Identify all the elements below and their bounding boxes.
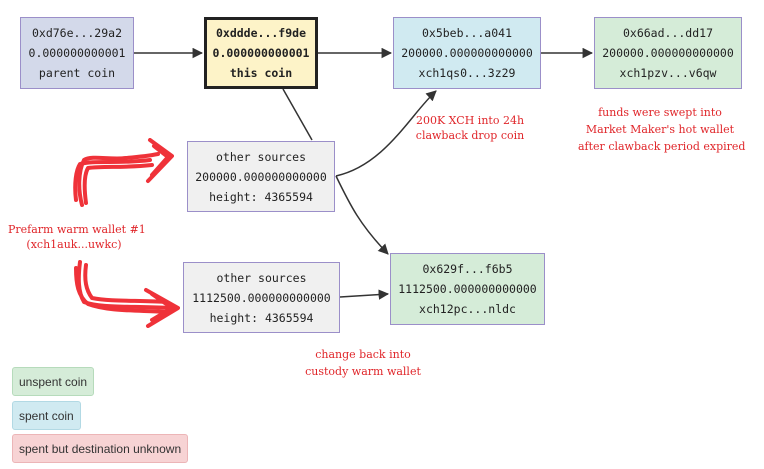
node-other-sources-top-amount: 200000.000000000000 <box>195 169 327 184</box>
annotation-prefarm-wallet: Prefarm warm wallet #1 (xch1auk...uwkc) <box>8 222 146 252</box>
node-other-sources-bottom-title: other sources <box>216 270 307 285</box>
edge-this-to-merge <box>282 88 313 141</box>
node-parent-coin[interactable]: 0xd76e...29a2 0.000000000001 parent coin <box>20 17 134 89</box>
annotation-clawback-line-2: clawback drop coin <box>415 129 525 142</box>
node-unspent-coin-hot-wallet[interactable]: 0x66ad...dd17 200000.000000000000 xch1pz… <box>594 17 742 89</box>
annotation-change: change back into custody warm wallet <box>302 346 424 380</box>
node-spent-coin-amount: 200000.000000000000 <box>401 46 533 60</box>
node-spent-coin-address: xch1qs0...3z29 <box>418 66 516 80</box>
node-other-sources-top-height: height: 4365594 <box>209 189 313 204</box>
edge-other1-to-unspent2 <box>335 175 389 255</box>
annotation-prefarm-line-1: Prefarm warm wallet #1 <box>8 223 146 236</box>
annotation-swept-line-1: funds were swept into <box>598 106 722 119</box>
node-unspent-coin-hot-wallet-address: xch1pzv...v6qw <box>619 66 717 80</box>
node-other-sources-top-title: other sources <box>215 149 306 164</box>
annotation-change-line-2: custody warm wallet <box>305 365 421 378</box>
node-unspent-coin-change[interactable]: 0x629f...f6b5 1112500.000000000000 xch12… <box>390 253 545 325</box>
node-this-coin-label: this coin <box>229 66 293 80</box>
node-unspent-coin-change-id: 0x629f...f6b5 <box>422 262 513 276</box>
edge-other2-to-unspent2 <box>339 289 390 300</box>
annotation-change-line-1: change back into <box>315 348 411 361</box>
node-parent-coin-id: 0xd76e...29a2 <box>31 26 122 40</box>
node-spent-coin[interactable]: 0x5beb...a041 200000.000000000000 xch1qs… <box>393 17 541 89</box>
node-parent-coin-amount: 0.000000000001 <box>28 46 126 60</box>
node-this-coin-id: 0xddde...f9de <box>215 26 306 40</box>
node-other-sources-top[interactable]: other sources 200000.000000000000 height… <box>187 141 335 212</box>
annotation-swept: funds were swept into Market Maker's hot… <box>578 104 746 155</box>
annotation-clawback-line-1: 200K XCH into 24h <box>415 114 525 127</box>
annotation-prefarm-line-2: (xch1auk...uwkc) <box>26 238 122 251</box>
edge-other1-to-spent <box>335 90 437 177</box>
node-unspent-coin-change-amount: 1112500.000000000000 <box>398 282 537 296</box>
node-other-sources-bottom-height: height: 4365594 <box>209 310 314 325</box>
node-unspent-coin-hot-wallet-amount: 200000.000000000000 <box>602 46 734 60</box>
node-parent-coin-label: parent coin <box>38 66 116 80</box>
node-other-sources-bottom[interactable]: other sources 1112500.000000000000 heigh… <box>183 262 340 333</box>
annotation-swept-line-3: after clawback period expired <box>578 140 746 153</box>
annotation-clawback: 200K XCH into 24h clawback drop coin <box>408 113 532 143</box>
red-scribble-arrow-top <box>73 138 174 207</box>
node-this-coin[interactable]: 0xddde...f9de 0.000000000001 this coin <box>204 17 318 89</box>
node-other-sources-bottom-amount: 1112500.000000000000 <box>192 290 331 305</box>
annotation-swept-line-2: Market Maker's hot wallet <box>585 123 735 136</box>
node-unspent-coin-change-address: xch12pc...nldc <box>419 302 516 316</box>
node-this-coin-amount: 0.000000000001 <box>212 46 310 60</box>
legend-spent-destination-unknown: spent but destination unknown <box>12 434 189 463</box>
legend-spent-coin: spent coin <box>12 401 81 430</box>
node-unspent-coin-hot-wallet-id: 0x66ad...dd17 <box>622 26 713 40</box>
red-scribble-arrow-bottom <box>74 260 180 328</box>
legend-unspent-coin: unspent coin <box>12 367 95 396</box>
node-spent-coin-id: 0x5beb...a041 <box>421 26 512 40</box>
